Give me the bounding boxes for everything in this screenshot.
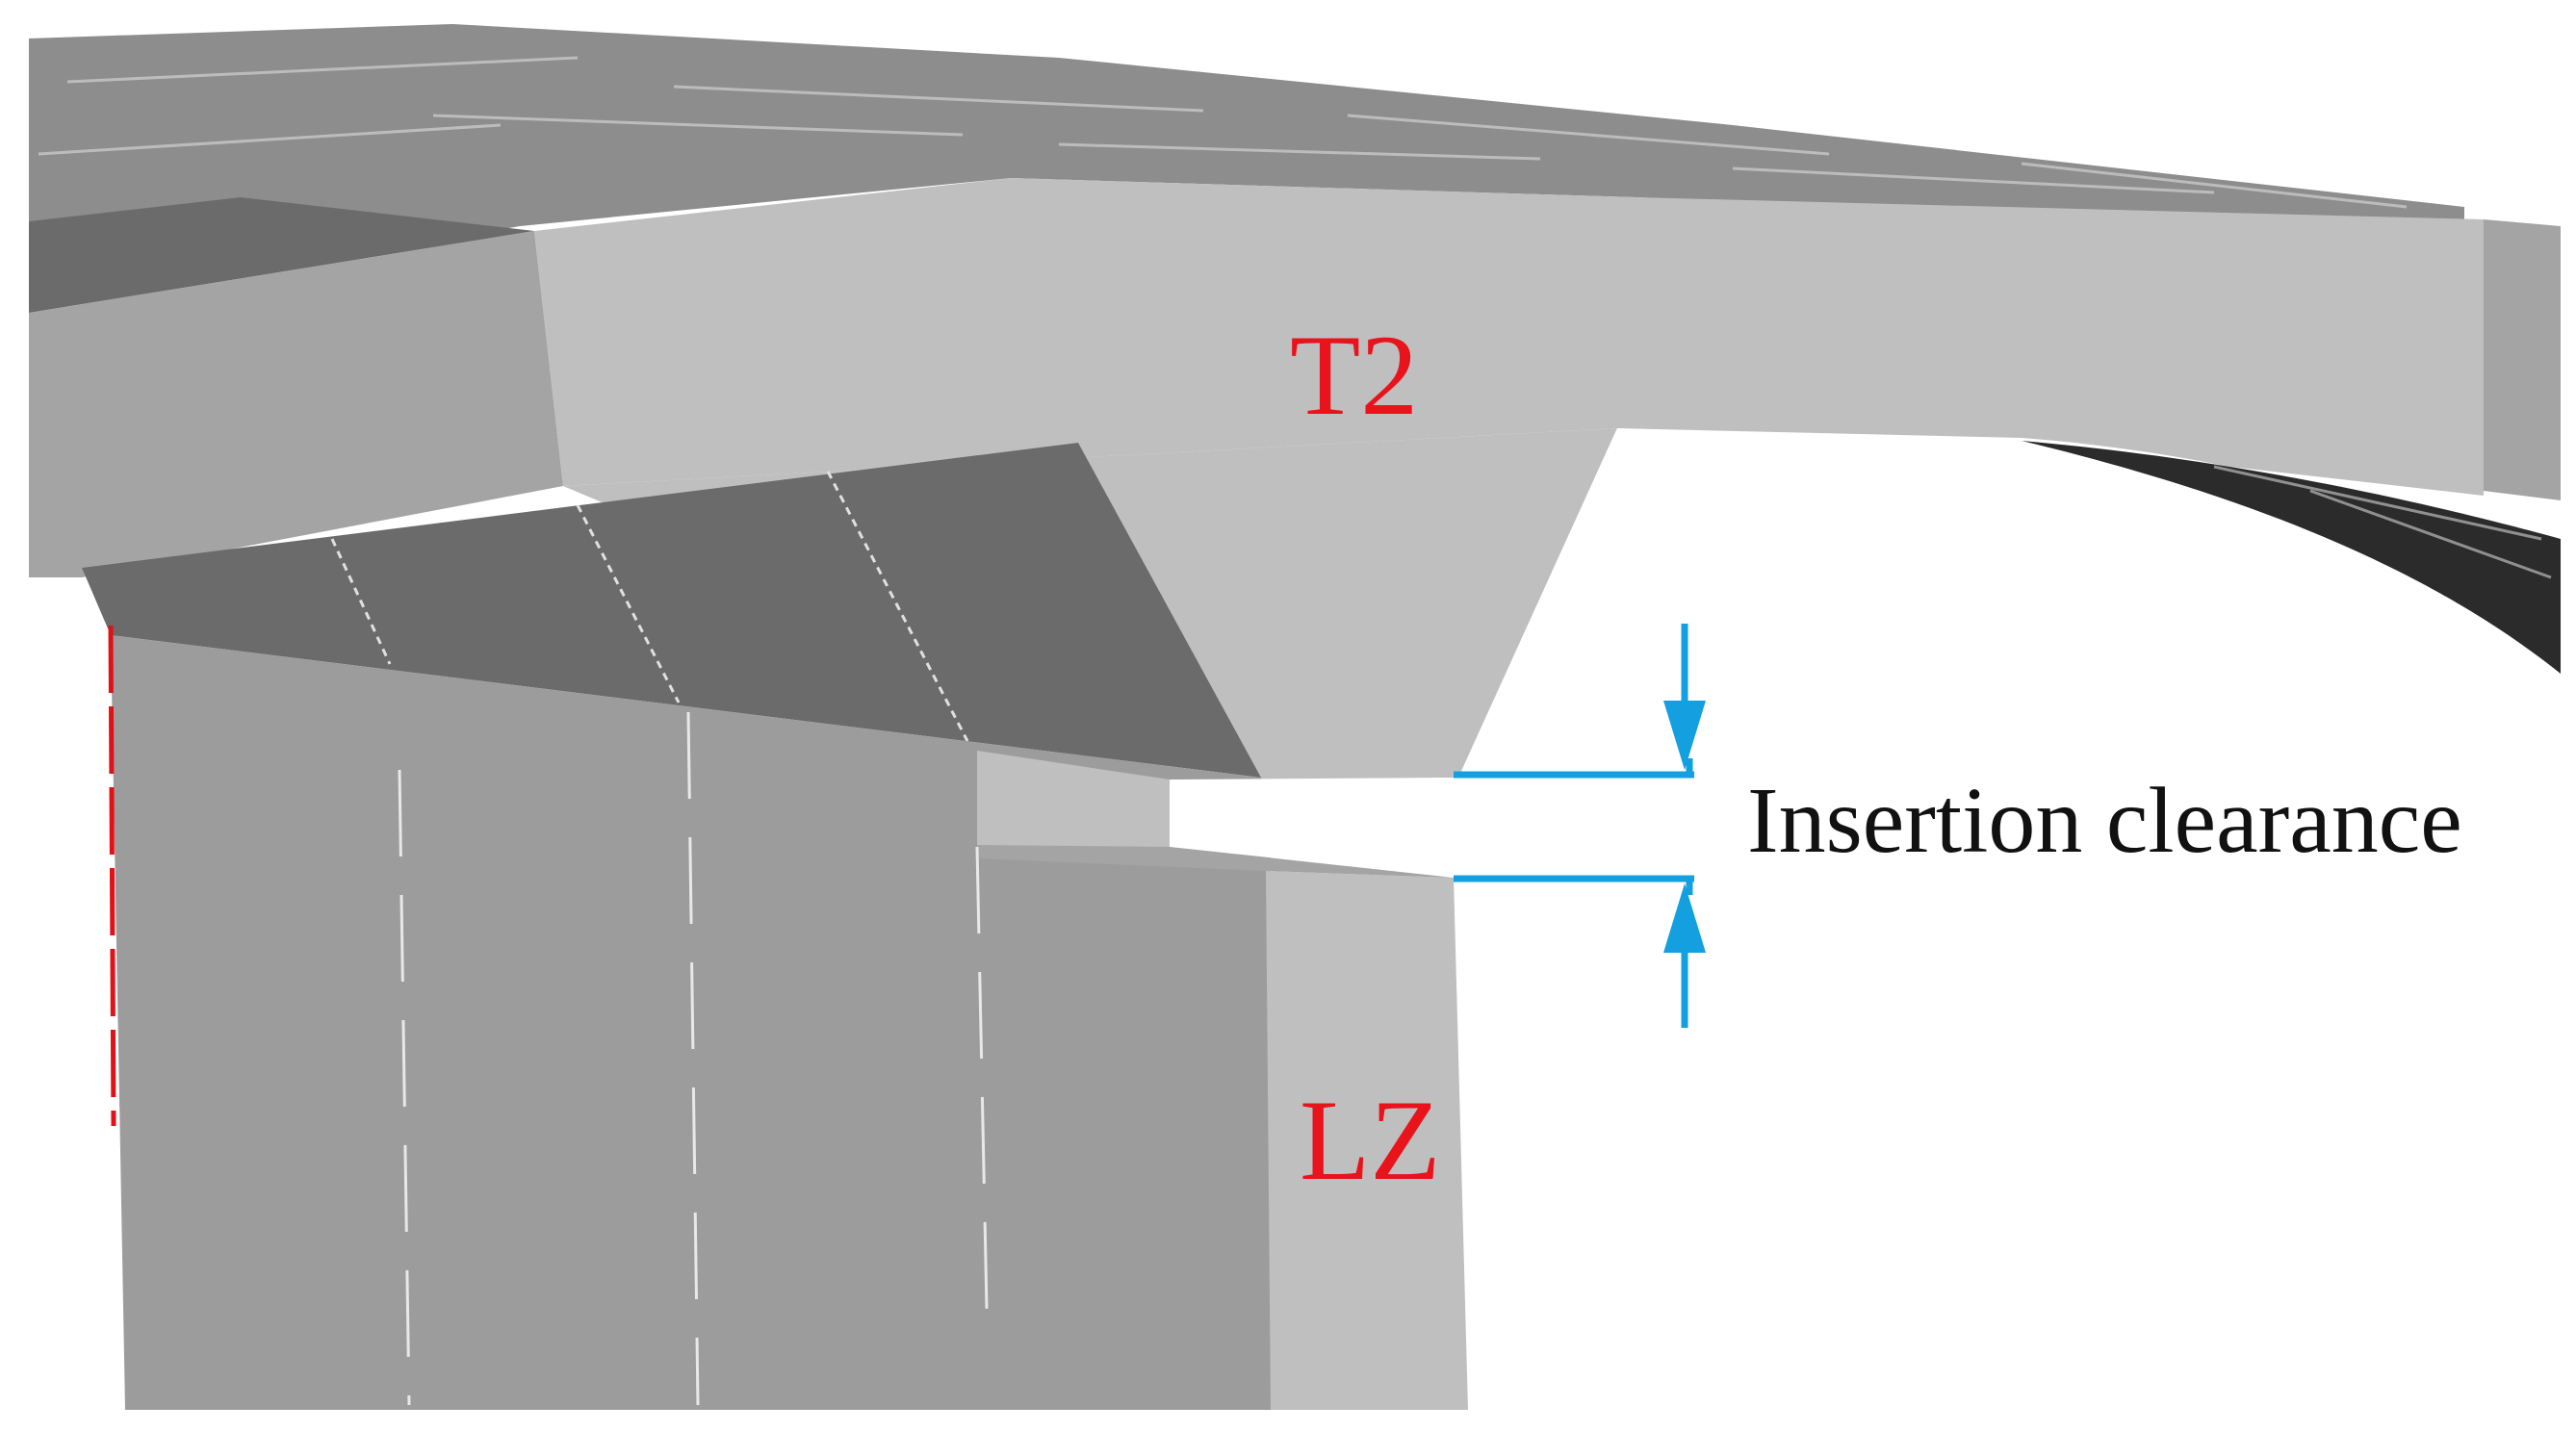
deck-underside-streaks (2213, 465, 2552, 579)
lz-column-top-chamfer (977, 845, 1454, 878)
left-red-edge (108, 625, 116, 1127)
deck-underside-dark (2022, 441, 2561, 674)
t2-label: T2 (1290, 311, 1418, 439)
sloped-beam-seams (330, 471, 969, 742)
insertion-clearance-label: Insertion clearance (1747, 769, 2462, 873)
sloped-beam (82, 443, 1261, 778)
deck-left-dark-face (29, 197, 534, 313)
clearance-dimension (1454, 624, 1694, 1028)
deck-front-fascia (534, 178, 2484, 496)
lz-label: LZ (1300, 1076, 1441, 1204)
clearance-upper-arrowhead (1663, 701, 1706, 770)
deck-underside-void (1458, 428, 2561, 1432)
lower-block-seams (398, 711, 989, 1406)
deck-top-streaks (38, 56, 2408, 209)
block-top-strip (977, 751, 1170, 847)
clearance-lower-arrowhead (1663, 883, 1706, 953)
deck-left-side-face (29, 231, 563, 577)
deck-right-end-face (2484, 219, 2561, 500)
deck-top-surface (29, 24, 2464, 313)
insertion-gap (1170, 778, 1458, 878)
lz-column (1266, 871, 1468, 1410)
